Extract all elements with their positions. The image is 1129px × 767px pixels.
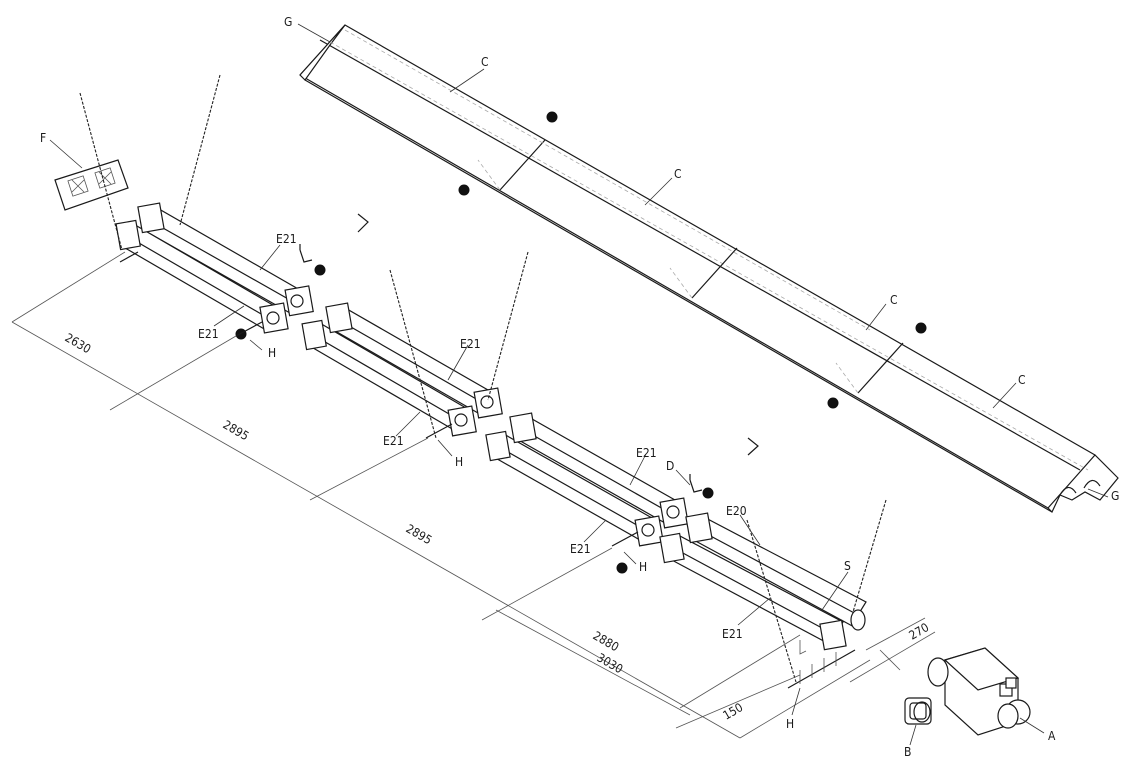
mounting-plate-f	[54, 159, 129, 211]
tube-module-3	[485, 412, 689, 547]
reference-dots	[235, 111, 927, 574]
label-g-left: G	[284, 15, 292, 29]
label-c-2: C	[674, 167, 682, 181]
label-e20: E20	[726, 504, 747, 518]
label-f: F	[40, 131, 46, 145]
label-a: A	[1048, 729, 1056, 743]
label-e21-4: E21	[383, 434, 404, 448]
tube-module-1	[115, 202, 314, 337]
label-e21-2: E21	[198, 327, 219, 341]
label-h-2: H	[455, 455, 463, 469]
label-h-3: H	[639, 560, 647, 574]
label-b: B	[904, 745, 911, 759]
label-e21-3: E21	[460, 337, 481, 351]
label-g-right: G	[1111, 489, 1119, 503]
label-c-4: C	[1018, 373, 1026, 387]
dim-2880: 2880	[591, 628, 622, 654]
clip-brackets	[299, 213, 759, 493]
tube-module-2	[301, 302, 503, 439]
label-e21-7: E21	[722, 627, 743, 641]
dim-2895-b: 2895	[404, 521, 435, 547]
label-s: S	[844, 559, 851, 573]
leader-lines	[49, 23, 1109, 746]
label-h-1: H	[268, 346, 276, 360]
dim-3030: 3030	[595, 650, 626, 676]
tube-module-4	[659, 512, 867, 689]
label-e21-5: E21	[636, 446, 657, 460]
blower-unit-a	[927, 647, 1031, 736]
label-h-4: H	[786, 717, 794, 731]
label-c-3: C	[890, 293, 898, 307]
cover-hood-assembly	[299, 24, 1119, 514]
label-e21-6: E21	[570, 542, 591, 556]
label-c-1: C	[481, 55, 489, 69]
dim-2630: 2630	[63, 330, 94, 356]
dim-2895-a: 2895	[221, 417, 252, 443]
label-e21-1: E21	[276, 232, 297, 246]
label-d: D	[666, 459, 674, 473]
dimension-lines	[11, 251, 936, 739]
dim-270: 270	[907, 620, 932, 642]
chains	[79, 74, 887, 683]
part-labels: G C C C C G F E21 E21 H E21 E21 H E21 D …	[40, 15, 1119, 759]
dim-150: 150	[721, 700, 746, 722]
fitting-b	[904, 697, 932, 725]
